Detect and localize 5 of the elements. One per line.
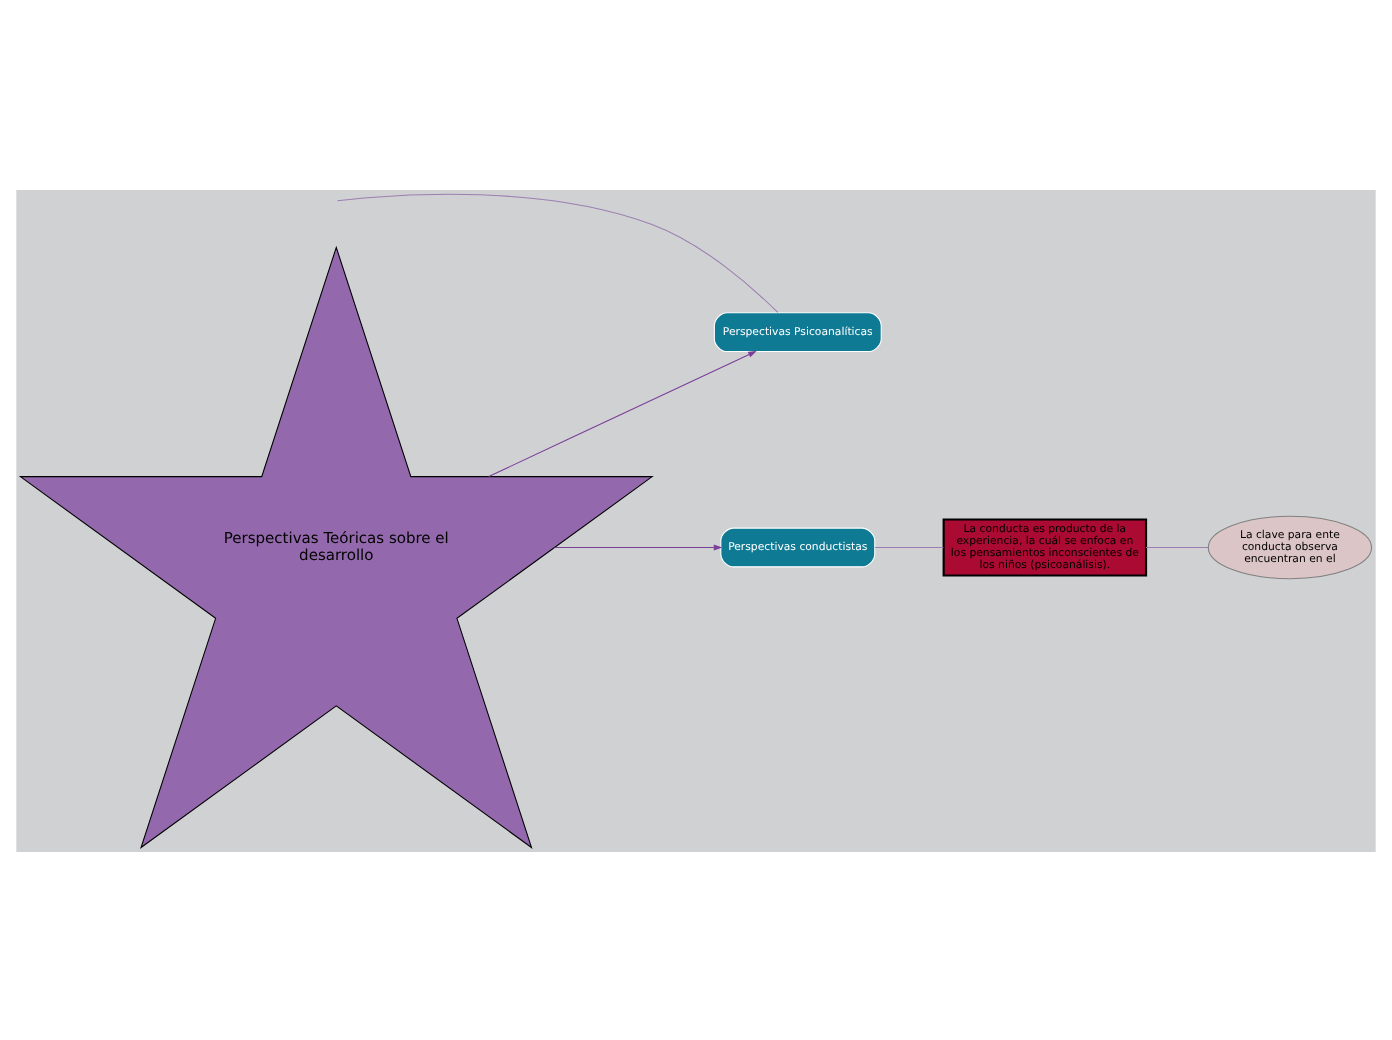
connector [1145, 545, 1209, 548]
connector [336, 192, 779, 312]
arrow [488, 349, 757, 477]
connector [874, 545, 944, 548]
arrow [554, 543, 723, 550]
